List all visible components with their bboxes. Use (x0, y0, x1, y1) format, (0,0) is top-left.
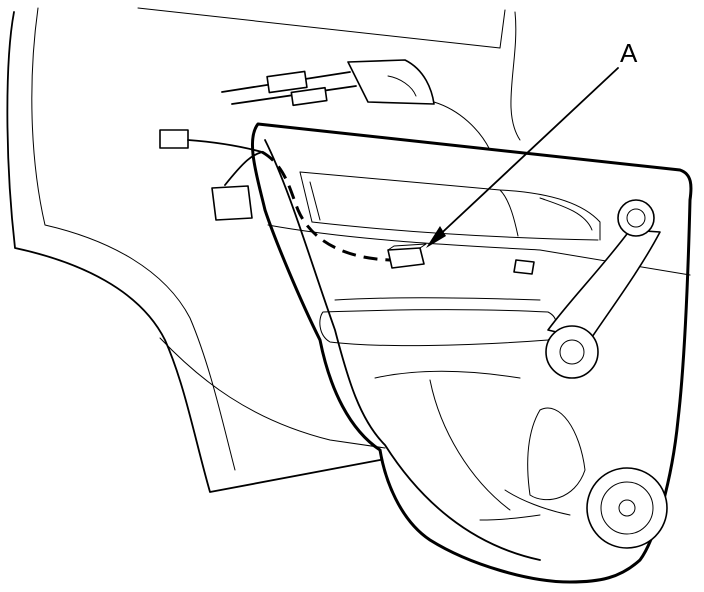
mirror-harness (221, 59, 491, 151)
door-shell (6, 7, 521, 493)
callout-label-a: A (620, 38, 638, 68)
pull-handle (545, 199, 661, 379)
wire-harness (159, 129, 427, 269)
callout-leader-line (431, 67, 619, 243)
harness-clip (211, 185, 253, 221)
door-trim-panel (250, 122, 693, 584)
speaker (586, 467, 668, 549)
harness-connector-left (159, 129, 189, 149)
clip-holes (513, 259, 535, 275)
harness-connector-a (387, 247, 425, 269)
callout-arrowhead (426, 226, 446, 248)
callout-a: A (426, 38, 638, 248)
